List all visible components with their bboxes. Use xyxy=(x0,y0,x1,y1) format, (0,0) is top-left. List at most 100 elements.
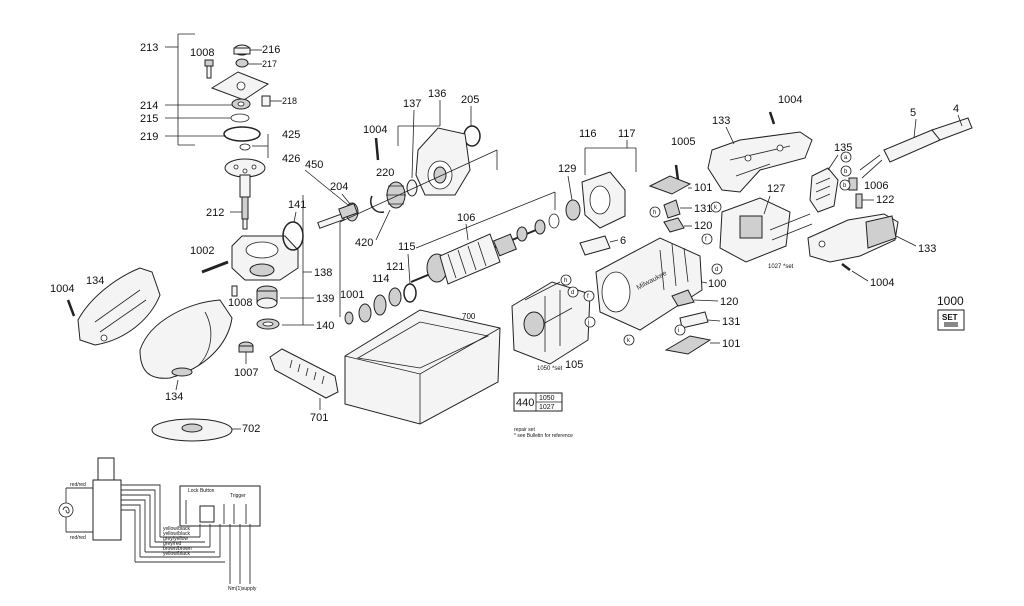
callout: a xyxy=(844,155,848,161)
label-1005: 1005 xyxy=(671,136,695,148)
label-426: 426 xyxy=(282,153,300,165)
side-handle-701 xyxy=(269,348,339,399)
label-129: 129 xyxy=(558,163,576,175)
label-1007: 1007 xyxy=(234,367,258,379)
wire-color: brown/brown xyxy=(163,546,192,552)
label-117: 117 xyxy=(618,128,636,140)
switch-120-lower xyxy=(671,289,695,307)
wiring-diagram: red/red red/red yellow/black yellow/blac… xyxy=(58,457,261,592)
callout: k xyxy=(627,338,631,344)
label-133-b: 133 xyxy=(918,243,936,255)
label-1004-d: 1004 xyxy=(870,277,894,289)
label-450: 450 xyxy=(305,159,323,171)
gear-case-136 xyxy=(415,127,471,196)
callout: d xyxy=(715,267,718,273)
spindle-shaft xyxy=(317,202,358,229)
carrying-case-700 xyxy=(344,309,501,425)
spindle-nut-1007 xyxy=(238,341,254,353)
repair-main: 440 xyxy=(516,397,534,409)
supply-label: Nm(1)supply xyxy=(228,586,257,592)
label-220: 220 xyxy=(376,167,394,179)
label-6: 6 xyxy=(620,235,626,247)
label-138: 138 xyxy=(314,267,332,279)
label-1008-b: 1008 xyxy=(228,297,252,309)
label-134-a: 134 xyxy=(86,275,104,287)
bracket-center-left xyxy=(339,149,498,317)
callout: h xyxy=(564,278,567,284)
label-141: 141 xyxy=(288,199,306,211)
bracket-213 xyxy=(165,33,195,146)
label-212: 212 xyxy=(206,207,224,219)
label-213: 213 xyxy=(140,42,158,54)
repair-top: 1050 xyxy=(539,395,555,402)
label-114: 114 xyxy=(372,273,390,285)
callout: i xyxy=(678,328,679,334)
label-218: 218 xyxy=(282,96,297,106)
gear-housing xyxy=(231,235,299,281)
handle-half-134 xyxy=(77,267,161,346)
switch-button-120 xyxy=(663,217,685,233)
label-120-b: 120 xyxy=(720,296,738,308)
trigger-label: Trigger xyxy=(230,493,246,499)
callout: d xyxy=(571,290,574,296)
label-135: 135 xyxy=(834,142,852,154)
label-420: 420 xyxy=(355,237,373,249)
label-1008-a: 1008 xyxy=(190,47,214,59)
wire-color: grey/yellow xyxy=(163,536,188,542)
bearing-214 xyxy=(231,98,251,110)
label-701: 701 xyxy=(310,412,328,424)
fan-1001 xyxy=(344,303,372,325)
note-1027-set: 1027 *set xyxy=(768,264,794,270)
callout: j xyxy=(587,320,589,326)
pinion-gear xyxy=(386,179,418,209)
label-116: 116 xyxy=(579,128,597,140)
label-115: 115 xyxy=(398,241,416,253)
brush-holder xyxy=(581,171,626,229)
backing-pad-702 xyxy=(151,418,233,442)
label-122: 122 xyxy=(876,194,894,206)
cap-216 xyxy=(233,44,251,68)
lock-button-label: Lock Button xyxy=(188,488,215,494)
wire-color: yellow/black xyxy=(163,526,190,532)
callout: h xyxy=(653,210,656,216)
guard-134 xyxy=(139,299,233,379)
repair-set-note: repair set xyxy=(514,427,535,433)
label-1001: 1001 xyxy=(340,289,364,301)
motor-housing-100: Milwaukee xyxy=(595,237,703,331)
repair-bottom: 1027 xyxy=(539,404,555,411)
label-216: 216 xyxy=(262,44,280,56)
label-136: 136 xyxy=(428,88,446,100)
repair-set-box: 440 1050 1027 xyxy=(513,392,563,412)
label-219: 219 xyxy=(140,131,158,143)
label-4: 4 xyxy=(953,103,959,115)
power-cord xyxy=(859,117,973,179)
label-204: 204 xyxy=(330,181,348,193)
bearing-139 xyxy=(256,285,278,309)
callouts: h d f j k h k d f a b b i xyxy=(560,151,852,346)
handle-half-133-top xyxy=(707,131,813,193)
label-106: 106 xyxy=(457,212,475,224)
screw-218 xyxy=(261,95,271,107)
label-133-a: 133 xyxy=(712,115,730,127)
label-105: 105 xyxy=(565,359,583,371)
switch-127 xyxy=(719,197,813,263)
label-100: 100 xyxy=(708,278,726,290)
label-205: 205 xyxy=(461,94,479,106)
wire-color: grey/red xyxy=(163,541,182,547)
bracket-106 xyxy=(415,191,556,249)
bulletin-note: * see Bulletin for reference xyxy=(514,433,573,439)
label-217: 217 xyxy=(262,59,277,69)
label-700: 700 xyxy=(462,312,476,321)
wire-label-top: red/red xyxy=(70,482,86,488)
label-1006: 1006 xyxy=(864,180,888,192)
cord-plate-135 xyxy=(809,167,839,213)
label-101-b: 101 xyxy=(722,338,740,350)
label-137: 137 xyxy=(403,98,421,110)
callout: k xyxy=(714,205,718,211)
callout: b xyxy=(843,183,847,189)
label-101-a: 101 xyxy=(694,182,712,194)
set-badge: SET xyxy=(937,309,965,331)
set-badge-text: SET xyxy=(942,313,958,322)
armature-106 xyxy=(410,229,537,285)
